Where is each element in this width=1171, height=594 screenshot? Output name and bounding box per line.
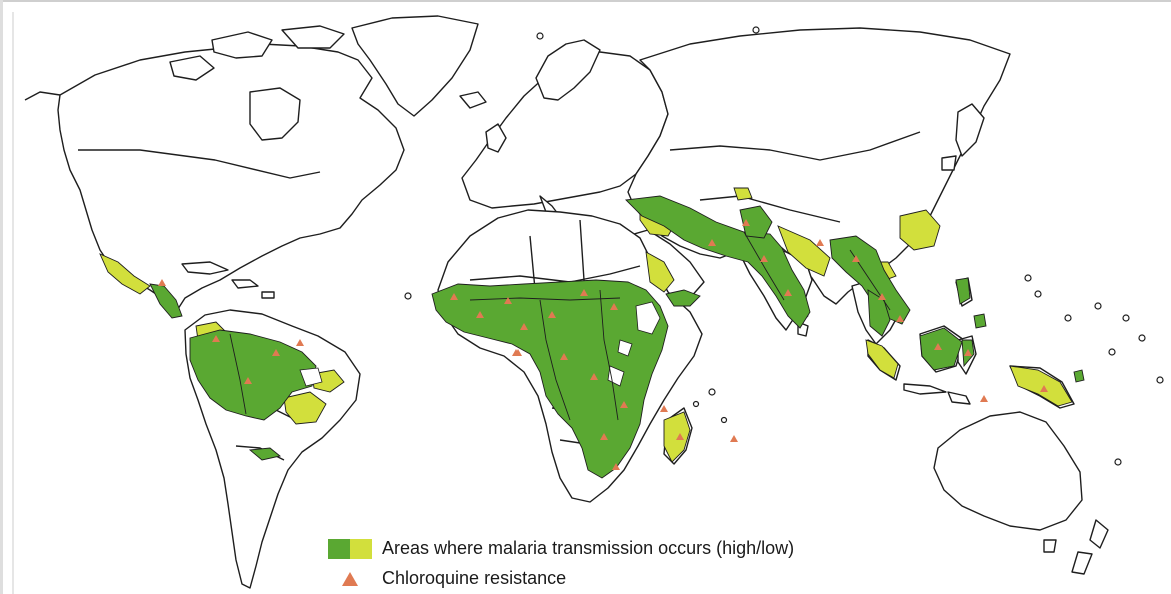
resistance-marker	[560, 353, 568, 360]
resistance-markers	[158, 219, 1048, 470]
resistance-marker	[760, 255, 768, 262]
resistance-marker	[730, 435, 738, 442]
greenland	[351, 15, 479, 117]
legend-label-transmission: Areas where malaria transmission occurs …	[382, 538, 795, 558]
resistance-marker	[514, 349, 522, 356]
resistance-marker	[212, 335, 220, 342]
map-legend: Areas where malaria transmission occurs …	[328, 536, 1028, 592]
frame-left-edge	[0, 0, 3, 594]
resistance-marker	[660, 405, 668, 412]
resistance-marker	[476, 311, 484, 318]
resistance-marker	[896, 315, 904, 322]
resistance-marker	[784, 289, 792, 296]
high-transmission-swatch	[328, 538, 350, 559]
resistance-marker	[934, 343, 942, 350]
resistance-marker	[708, 239, 716, 246]
australia	[933, 411, 1083, 531]
legend-item-transmission: Areas where malaria transmission occurs …	[328, 538, 794, 559]
legend-label-resistance: Chloroquine resistance	[382, 568, 567, 588]
resistance-marker	[610, 303, 618, 310]
resistance-marker	[742, 219, 750, 226]
resistance-marker	[612, 463, 620, 470]
resistance-marker	[964, 349, 972, 356]
resistance-marker	[816, 239, 824, 246]
north-america	[57, 43, 405, 313]
resistance-marker	[272, 349, 280, 356]
resistance-marker	[852, 255, 860, 262]
resistance-marker	[504, 297, 512, 304]
resistance-marker	[244, 377, 252, 384]
hudson-bay	[249, 87, 301, 141]
green-yellow-swatch	[328, 538, 372, 559]
resistance-marker	[548, 311, 556, 318]
resistance-marker	[296, 339, 304, 346]
resistance-marker	[1040, 385, 1048, 392]
frame-top-edge	[0, 0, 1171, 2]
frame-inner-edge	[12, 12, 14, 594]
resistance-marker	[600, 433, 608, 440]
resistance-marker	[620, 401, 628, 408]
low-transmission-swatch	[350, 538, 372, 559]
triangle-icon	[328, 569, 372, 589]
resistance-marker	[450, 293, 458, 300]
resistance-marker	[676, 433, 684, 440]
resistance-marker	[878, 293, 886, 300]
resistance-marker	[980, 395, 988, 402]
resistance-marker	[158, 279, 166, 286]
resistance-marker	[590, 373, 598, 380]
legend-item-resistance: Chloroquine resistance	[328, 568, 566, 589]
small-islands	[404, 26, 1164, 466]
resistance-marker	[520, 323, 528, 330]
resistance-marker	[580, 289, 588, 296]
